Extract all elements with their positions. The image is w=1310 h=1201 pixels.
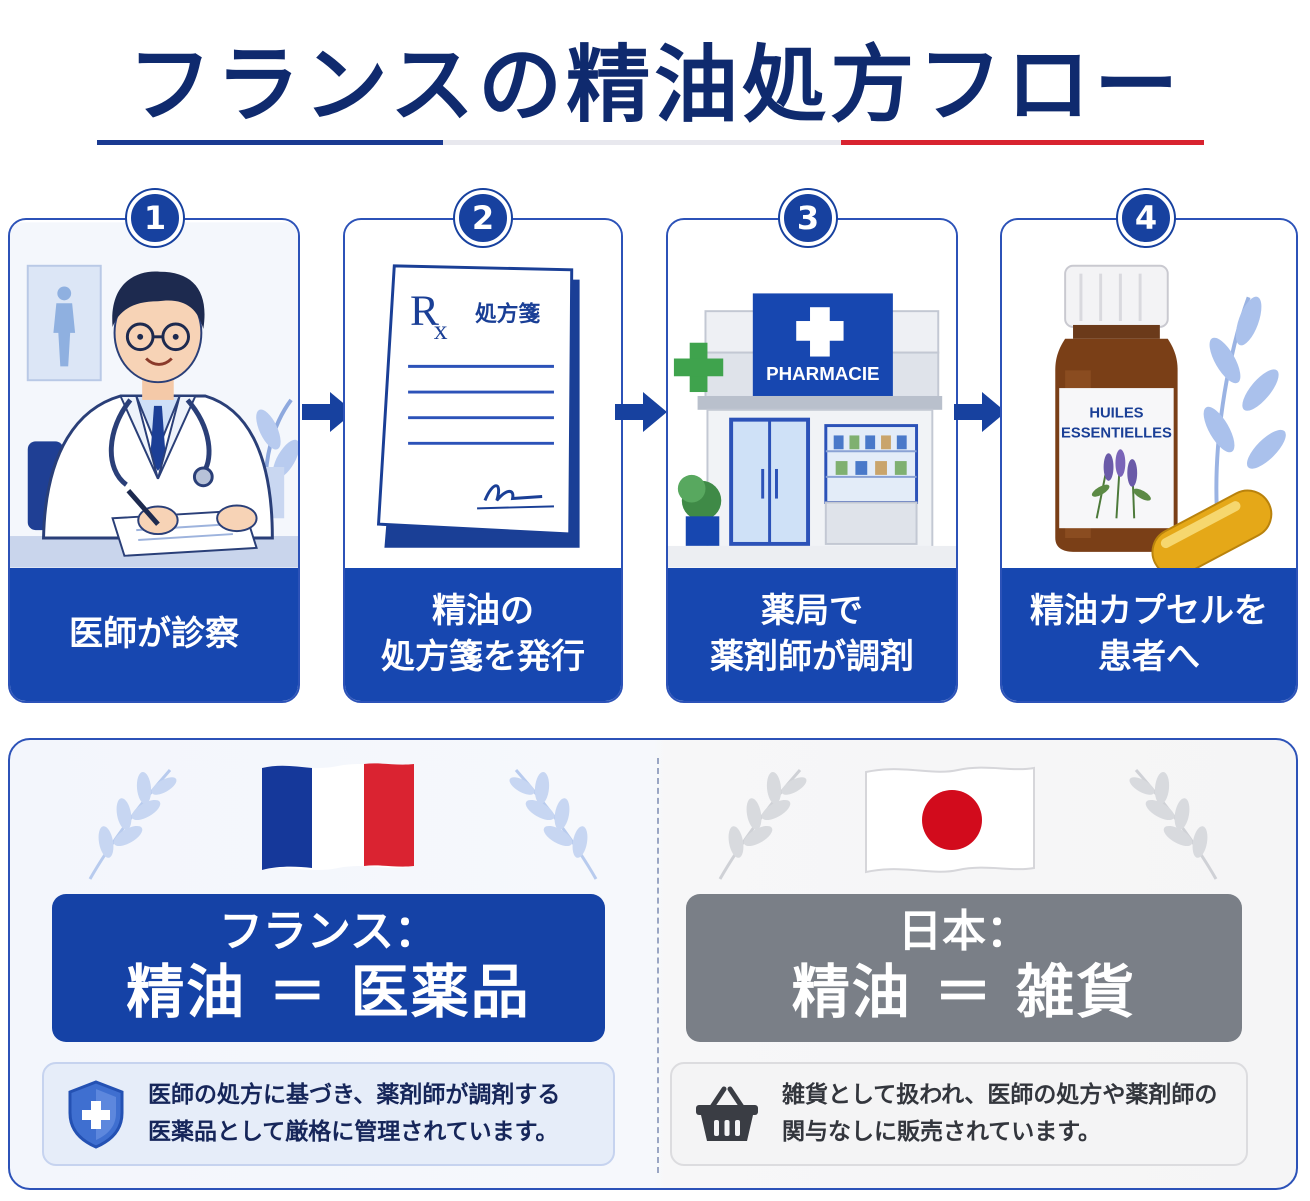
- pharmacie-sign: PHARMACIE: [766, 363, 879, 384]
- step-card-3: PHARMACIE 薬局で 薬剤師が調剤: [666, 218, 958, 703]
- comparison-panel: フランス： 精油 ＝ 医薬品 日本： 精油 ＝ 雑貨 医師の処方に基づき、薬剤師…: [8, 738, 1298, 1190]
- step-number-badge: 3: [780, 190, 836, 246]
- title-underline-white: [443, 140, 841, 145]
- prescription-label: 処方箋: [475, 301, 540, 327]
- france-status-badge: フランス： 精油 ＝ 医薬品: [52, 894, 605, 1042]
- panel-divider: [657, 758, 659, 1173]
- step-card-1: 医師が診察: [8, 218, 300, 703]
- laurel-branch-icon: [718, 769, 807, 880]
- rx-subscript: x: [434, 314, 448, 345]
- step-card-4: HUILES ESSENTIELLES 精油カプセルを 患者へ: [1000, 218, 1298, 703]
- step-caption-line-1: 医師が診察: [69, 613, 239, 654]
- arrow-right-icon: [954, 392, 1006, 432]
- title-underline-blue: [97, 140, 443, 145]
- step-caption-line-2: 薬剤師が調剤: [710, 636, 914, 677]
- japan-note: 雑貨として扱われ、医師の処方や薬剤師の 関与なしに販売されています。: [670, 1062, 1248, 1166]
- page-title: フランスの精油処方フロー: [127, 36, 1183, 134]
- shield-cross-icon: [68, 1080, 124, 1149]
- step-caption: 薬局で 薬剤師が調剤: [668, 568, 956, 701]
- essential-oil-bottle-icon: HUILES ESSENTIELLES: [1002, 222, 1296, 570]
- step-caption-line-2: 処方箋を発行: [381, 636, 585, 677]
- prescription-icon: R x 処方箋: [345, 222, 621, 568]
- pharmacy-icon: PHARMACIE: [668, 222, 956, 568]
- arrow-right-icon: [615, 392, 667, 432]
- france-country-label: フランス：: [218, 906, 439, 957]
- step-number-badge: 2: [455, 190, 511, 246]
- japan-note-line-2: 関与なしに販売されています。: [782, 1119, 1102, 1145]
- shopping-basket-icon: [696, 1086, 758, 1141]
- japan-flag-icon: [865, 766, 1035, 874]
- step-caption-line-1: 精油カプセルを: [1030, 590, 1268, 631]
- step-caption: 精油カプセルを 患者へ: [1002, 568, 1296, 701]
- japan-note-line-1: 雑貨として扱われ、医師の処方や薬剤師の: [782, 1082, 1218, 1109]
- laurel-branch-icon: [509, 769, 598, 880]
- oil-label-line-1: HUILES: [1089, 406, 1143, 422]
- japan-country-label: 日本：: [898, 906, 1030, 957]
- step-card-2: R x 処方箋 精油の 処方箋を発行: [343, 218, 623, 703]
- title-underline-red: [841, 140, 1204, 145]
- step-number-badge: 4: [1118, 190, 1174, 246]
- step-number-badge: 1: [127, 190, 183, 246]
- step-caption-line-1: 薬局で: [761, 590, 863, 631]
- step-caption-line-2: 患者へ: [1098, 636, 1200, 677]
- japan-status-badge: 日本： 精油 ＝ 雑貨: [686, 894, 1242, 1042]
- step-caption: 精油の 処方箋を発行: [345, 568, 621, 701]
- japan-equation: 精油 ＝ 雑貨: [791, 957, 1137, 1026]
- step-caption: 医師が診察: [10, 568, 298, 701]
- oil-label-line-2: ESSENTIELLES: [1061, 425, 1172, 441]
- france-note: 医師の処方に基づき、薬剤師が調剤する 医薬品として厳格に管理されています。: [42, 1062, 615, 1166]
- laurel-branch-icon: [88, 769, 177, 880]
- france-flag-icon: [262, 763, 414, 870]
- doctor-icon: [10, 222, 298, 568]
- france-note-line-1: 医師の処方に基づき、薬剤師が調剤する: [148, 1082, 561, 1109]
- laurel-branch-icon: [1129, 769, 1218, 880]
- step-caption-line-1: 精油の: [432, 590, 534, 631]
- france-note-line-2: 医薬品として厳格に管理されています。: [148, 1119, 559, 1145]
- rx-symbol: R: [410, 287, 439, 335]
- arrow-right-icon: [302, 392, 354, 432]
- france-equation: 精油 ＝ 医薬品: [126, 957, 531, 1026]
